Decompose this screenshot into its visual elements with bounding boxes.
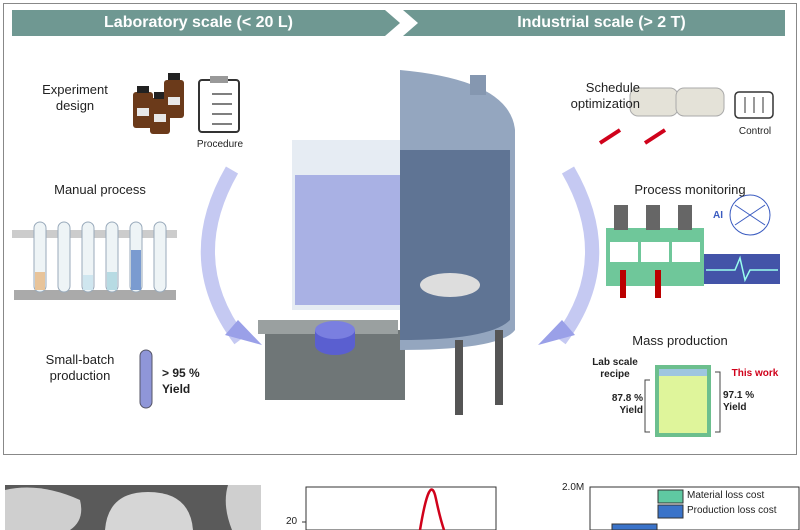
ai-label: AI xyxy=(713,210,723,221)
process-monitoring-label: Process monitoring xyxy=(634,182,746,197)
small-test-tube-icon xyxy=(139,349,153,409)
lab-recipe-label: Lab scale recipe xyxy=(592,357,638,380)
mass-production-label: Mass production xyxy=(632,333,728,348)
bottles-icon xyxy=(133,73,184,134)
legend-material-loss: Material loss cost xyxy=(687,490,765,501)
production-vessel-icon xyxy=(644,365,721,437)
right-curve-arrow xyxy=(554,166,599,345)
reactor-icon xyxy=(400,70,515,415)
cost-bar xyxy=(611,523,658,530)
legend-production-loss: Production loss cost xyxy=(687,505,777,516)
peak-line xyxy=(418,488,446,530)
hot-plate-icon xyxy=(258,320,405,400)
peak-chart-tick: 20 xyxy=(286,516,298,527)
this-work-yield: 97.1 % Yield xyxy=(723,390,755,413)
cost-chart-frame xyxy=(589,486,800,530)
figure-frame xyxy=(3,3,797,455)
left-curve-arrow xyxy=(200,166,246,345)
small-batch-label: Small-batch production xyxy=(45,352,115,383)
banner-right-shape xyxy=(403,10,785,36)
peak-chart-frame xyxy=(305,486,497,530)
procedure-label: Procedure xyxy=(196,139,244,150)
this-work-label: This work xyxy=(731,368,779,379)
beaker-icon xyxy=(292,140,400,310)
rollers-icon xyxy=(598,87,725,145)
sem-image xyxy=(5,485,261,530)
banner-left-shape xyxy=(12,10,400,36)
clipboard-icon xyxy=(198,76,240,133)
cost-chart-tick: 2.0M xyxy=(562,482,585,493)
lab-yield-label: > 95 % Yield xyxy=(162,366,200,396)
test-tube-rack-icon xyxy=(12,221,177,300)
manual-process-label: Manual process xyxy=(54,182,146,197)
monitoring-machine-icon xyxy=(606,205,780,298)
experiment-design-label: Experiment design xyxy=(42,82,108,113)
control-icon xyxy=(734,91,774,119)
ai-network-icon xyxy=(729,194,771,236)
lab-recipe-yield: 87.8 % Yield xyxy=(611,393,643,416)
industrial-scale-header: Industrial scale (> 2 T) xyxy=(517,14,686,31)
lab-scale-header: Laboratory scale (< 20 L) xyxy=(104,14,293,31)
control-label: Control xyxy=(738,126,772,137)
schedule-optimization-label: Schedule optimization xyxy=(570,80,640,111)
